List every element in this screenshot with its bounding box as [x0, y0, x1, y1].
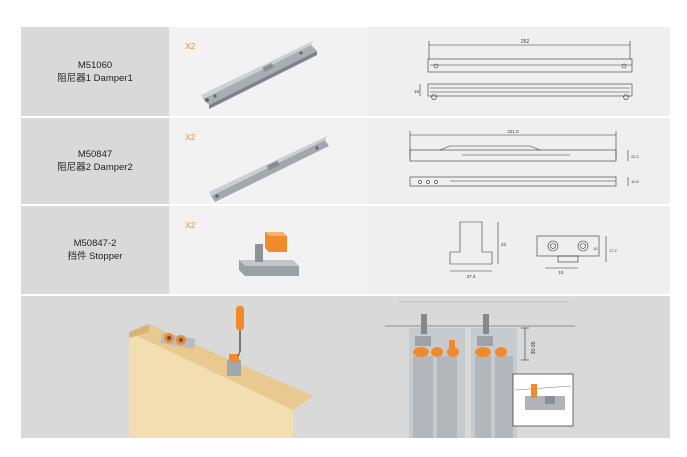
- damper2-photo: [209, 136, 329, 202]
- technical-drawing-cell: 221.0 22.2 10.5: [370, 118, 670, 204]
- product-spec-table: M51060 阻尼器1 Damper1 X2: [21, 27, 670, 294]
- height-dim-b: 10.5: [631, 179, 640, 184]
- front-dim-b: 17.2: [609, 248, 618, 253]
- product-name: 挡件 Stopper: [67, 251, 123, 262]
- length-dim: 221.0: [507, 129, 519, 134]
- product-code: M50847-2: [73, 238, 117, 249]
- door-install-illustration: [129, 306, 313, 438]
- quantity-label: X2: [185, 220, 196, 230]
- product-photo-cell: X2: [171, 27, 368, 116]
- front-width-dim: 15: [558, 270, 564, 275]
- product-photo-cell: X2: [171, 118, 368, 204]
- quantity-label: X2: [185, 41, 196, 51]
- product-code: M51060: [77, 59, 113, 71]
- drop-dimension-label: 30-35: [531, 341, 537, 354]
- product-name: 阻尼器2 Damper2: [57, 162, 133, 173]
- stopper-photo: [239, 232, 299, 276]
- side-width-dim: 37.3: [467, 274, 476, 279]
- height-dim: 16: [414, 89, 420, 94]
- technical-drawing-cell: 252 16: [370, 27, 670, 116]
- product-name: 阻尼器1 Damper1: [57, 72, 133, 84]
- product-name-cell: M50847-2 挡件 Stopper: [21, 206, 169, 294]
- spec-row-damper2: M50847 阻尼器2 Damper2 X2: [21, 118, 670, 204]
- damper1-photo: [201, 41, 317, 109]
- front-dim-a: 10: [593, 246, 598, 251]
- damper1-drawing: 252 16: [414, 39, 633, 100]
- product-code: M50847: [77, 149, 113, 160]
- product-photo-cell: X2: [171, 206, 368, 294]
- quantity-label: X2: [185, 132, 196, 142]
- product-name-cell: M51060 阻尼器1 Damper1: [21, 27, 169, 116]
- technical-drawing-cell: 37.3 23 15 10 17.2: [370, 206, 670, 294]
- track-section-illustration: 30-35: [385, 301, 575, 438]
- spec-row-stopper: M50847-2 挡件 Stopper X2: [21, 206, 670, 294]
- height-dim-a: 22.2: [631, 154, 640, 159]
- damper2-drawing: 221.0 22.2 10.5: [409, 129, 640, 187]
- length-dim: 252: [521, 39, 530, 45]
- stopper-drawing: 37.3 23 15 10 17.2: [449, 221, 618, 279]
- installation-panel: 30-35: [21, 296, 670, 438]
- product-name-cell: M50847 阻尼器2 Damper2: [21, 118, 169, 204]
- spec-row-damper1: M51060 阻尼器1 Damper1 X2: [21, 27, 670, 116]
- side-height-dim: 23: [501, 242, 507, 247]
